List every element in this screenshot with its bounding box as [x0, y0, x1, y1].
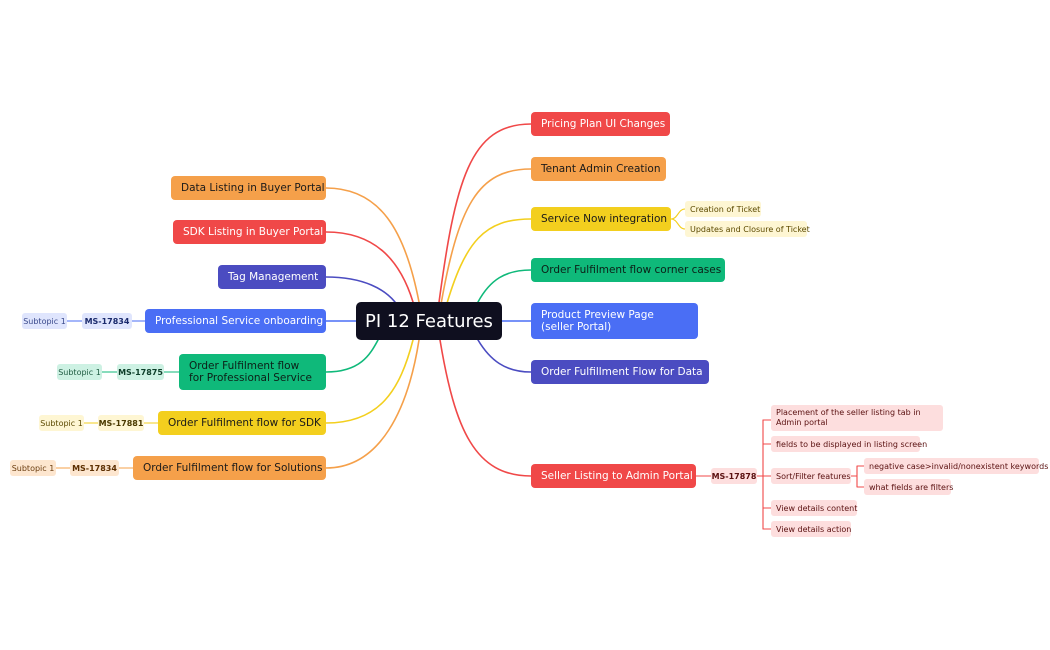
topic-sdk-listing[interactable]: SDK Listing in Buyer Portal [173, 220, 326, 244]
topic-data-listing[interactable]: Data Listing in Buyer Portal [171, 176, 326, 200]
connector-order-prof [325, 339, 379, 373]
order-solutions-ms-tag[interactable]: MS-17834 [70, 460, 119, 476]
subtopic-placement[interactable]: Placement of the seller listing tab in A… [771, 405, 943, 431]
order-solutions-subtopic[interactable]: Subtopic 1 [10, 460, 56, 476]
connector-order-data [477, 339, 532, 373]
topic-service-now[interactable]: Service Now integration [531, 207, 671, 231]
subtopic-sort-filter[interactable]: Sort/Filter features [771, 468, 851, 484]
connector-order-solutions [325, 339, 420, 469]
subtopic-updates-closure-ticket[interactable]: Updates and Closure of Ticket [685, 221, 810, 237]
connector-seller-branches [762, 419, 772, 530]
topic-order-professional[interactable]: Order Fulfilment flow for Professional S… [179, 354, 326, 390]
professional-onboarding-subtopic[interactable]: Subtopic 1 [22, 313, 67, 329]
order-sdk-ms-tag[interactable]: MS-17881 [98, 415, 144, 431]
connector-order-sdk [325, 339, 414, 424]
topic-seller-listing[interactable]: Seller Listing to Admin Portal [531, 464, 696, 488]
topic-order-sdk[interactable]: Order Fulfilment flow for SDK [158, 411, 326, 435]
subtopic-creation-of-ticket[interactable]: Creation of Ticket [685, 201, 761, 217]
connector-order-corner [477, 269, 532, 303]
connector-service-now [444, 218, 532, 311]
seller-listing-ms-tag[interactable]: MS-17878 [711, 468, 757, 484]
subtopic-negative-case[interactable]: negative case>invalid/nonexistent keywor… [864, 458, 1048, 474]
order-sdk-subtopic[interactable]: Subtopic 1 [39, 415, 84, 431]
topic-tenant-admin[interactable]: Tenant Admin Creation [531, 157, 666, 181]
connector-seller-trunk [756, 419, 764, 530]
topic-professional-onboarding[interactable]: Professional Service onboarding [145, 309, 326, 333]
topic-pricing-plan[interactable]: Pricing Plan UI Changes [531, 112, 670, 136]
topic-product-preview[interactable]: Product Preview Page (seller Portal) [531, 303, 698, 339]
connector-tenant-admin [439, 168, 532, 311]
connector-pricing-plan [437, 123, 532, 311]
subtopic-view-content[interactable]: View details content [771, 500, 857, 516]
connector-tag-mgmt [325, 276, 396, 303]
topic-order-solutions[interactable]: Order Fulfilment flow for Solutions [133, 456, 326, 480]
subtopic-fields[interactable]: fields to be displayed in listing screen [771, 436, 927, 452]
central-topic[interactable]: PI 12 Features [356, 302, 502, 340]
connector-seller-listing [439, 339, 532, 477]
topic-order-corner-cases[interactable]: Order Fulfilment flow corner cases [531, 258, 725, 282]
subtopic-view-action[interactable]: View details action [771, 521, 851, 537]
subtopic-what-fields[interactable]: what fields are filters [864, 479, 953, 495]
connector-data-listing [325, 187, 420, 303]
connector-sort-subs [850, 465, 865, 488]
connector-sdk-listing [325, 231, 414, 303]
connector-sn-sub-1 [670, 208, 686, 220]
topic-tag-management[interactable]: Tag Management [218, 265, 326, 289]
order-professional-ms-tag[interactable]: MS-17875 [117, 364, 164, 380]
topic-order-data[interactable]: Order Fulfillment Flow for Data [531, 360, 709, 384]
order-professional-subtopic[interactable]: Subtopic 1 [57, 364, 102, 380]
professional-onboarding-ms-tag[interactable]: MS-17834 [82, 313, 132, 329]
connector-sn-sub-2 [670, 218, 686, 230]
